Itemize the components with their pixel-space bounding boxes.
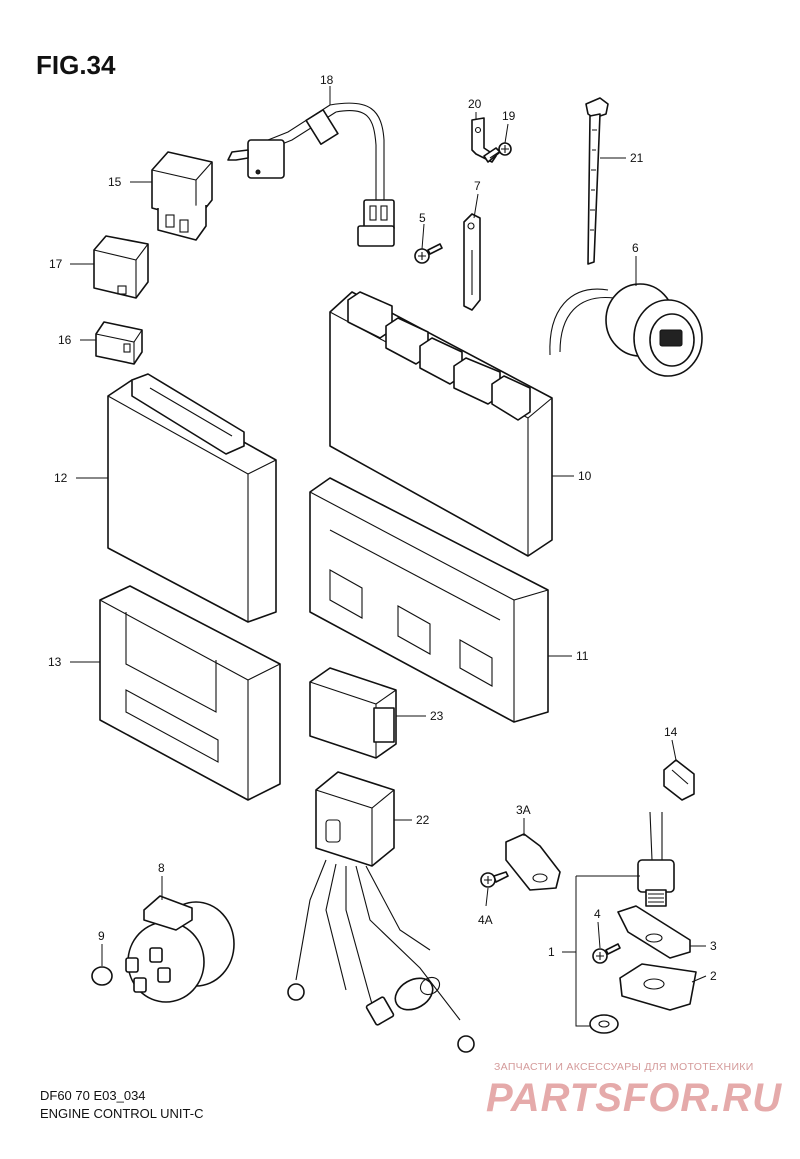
callout-3: 3 xyxy=(710,939,717,953)
callout-19: 19 xyxy=(502,109,516,123)
part-16-relay xyxy=(95,321,143,365)
callout-17: 17 xyxy=(49,257,63,271)
part-4-screw xyxy=(592,943,621,964)
callout-21: 21 xyxy=(630,151,644,165)
part-21-cable-tie xyxy=(585,97,609,265)
part-3a-bracket xyxy=(505,833,561,891)
part-8-connector xyxy=(125,895,235,1003)
callout-4: 4 xyxy=(594,907,601,921)
leader-lines xyxy=(70,86,707,1027)
callout-7: 7 xyxy=(474,179,481,193)
part-17-relay xyxy=(93,235,149,299)
part-7-ground-strap xyxy=(463,213,481,311)
part-12-ecu-module xyxy=(107,373,277,623)
callout-12: 12 xyxy=(54,471,68,485)
part-1-sensor xyxy=(637,811,675,907)
callout-labels: 18 15 17 16 20 19 7 5 21 6 10 12 11 13 2… xyxy=(48,73,717,983)
callout-22: 22 xyxy=(416,813,430,827)
part-19-screw xyxy=(489,142,512,159)
part-11-case xyxy=(309,477,549,723)
figure-title: FIG.34 xyxy=(36,50,116,80)
callout-2: 2 xyxy=(710,969,717,983)
part-1-washer xyxy=(589,1014,619,1034)
callout-8: 8 xyxy=(158,861,165,875)
part-14-clip xyxy=(663,759,695,801)
part-2-plate xyxy=(619,963,697,1011)
callout-18: 18 xyxy=(320,73,334,87)
callout-9: 9 xyxy=(98,929,105,943)
model-code: DF60 70 E03_034 xyxy=(40,1088,146,1103)
ecu-connector-block xyxy=(347,291,531,421)
part-22-harness-module xyxy=(287,771,475,1053)
part-9-cap xyxy=(91,966,113,986)
callout-4a: 4A xyxy=(478,913,493,927)
callout-5: 5 xyxy=(419,211,426,225)
part-6-round-connector xyxy=(549,283,703,377)
callout-14: 14 xyxy=(664,725,678,739)
part-4a-screw xyxy=(480,871,509,888)
watermark-brand: PARTSFOR.RU xyxy=(486,1076,783,1120)
callout-10: 10 xyxy=(578,469,592,483)
part-5-screw xyxy=(414,243,443,264)
watermark-tagline: ЗАПЧАСТИ И АКСЕССУАРЫ ДЛЯ МОТОТЕХНИКИ xyxy=(494,1061,754,1073)
part-20-bracket xyxy=(471,117,501,163)
callout-23: 23 xyxy=(430,709,444,723)
part-15-relay xyxy=(151,151,213,241)
callout-15: 15 xyxy=(108,175,122,189)
part-3-plate xyxy=(617,905,691,959)
part-13-case xyxy=(99,585,281,801)
callout-11: 11 xyxy=(576,649,589,663)
part-23-holder xyxy=(309,667,397,759)
callout-20: 20 xyxy=(468,97,482,111)
part-18-switch-harness xyxy=(227,102,395,247)
callout-1: 1 xyxy=(548,945,555,959)
callout-13: 13 xyxy=(48,655,62,669)
diagram-name: ENGINE CONTROL UNIT-C xyxy=(40,1106,204,1121)
callout-16: 16 xyxy=(58,333,72,347)
callout-6: 6 xyxy=(632,241,639,255)
part-10-ecu xyxy=(329,291,553,557)
callout-3a: 3A xyxy=(516,803,531,817)
